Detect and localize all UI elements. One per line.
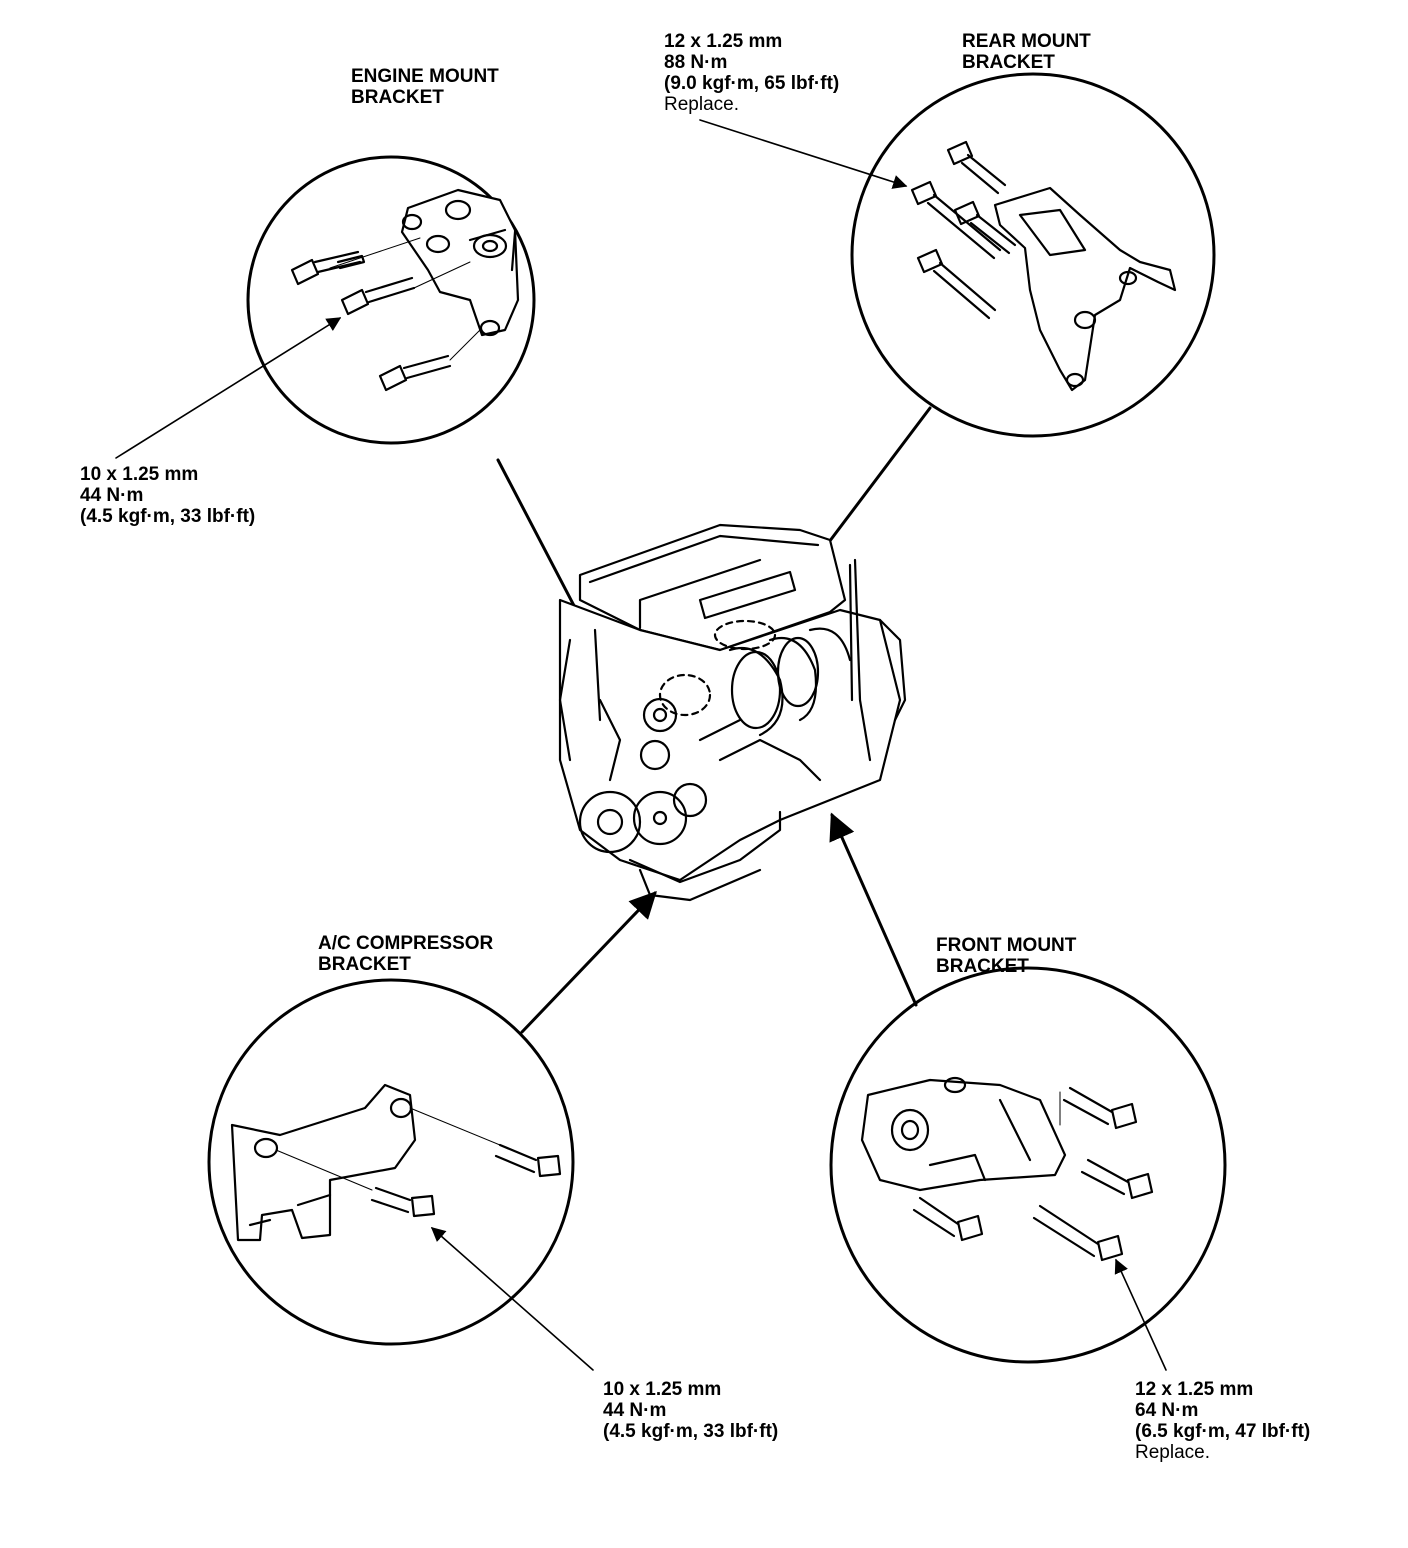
engine-mount-title-line2: BRACKET <box>351 87 444 108</box>
engine-mount-title: ENGINE MOUNT BRACKET <box>351 66 499 108</box>
front-mount-title: FRONT MOUNT BRACKET <box>936 935 1076 977</box>
ac-compressor-title-line2: BRACKET <box>318 954 411 975</box>
rear-mount-title: REAR MOUNT BRACKET <box>962 31 1091 73</box>
ac-compressor-spec-size: 10 x 1.25 mm <box>603 1379 722 1400</box>
front-mount-note: Replace. <box>1135 1442 1210 1463</box>
front-mount-detail-circle <box>829 966 1227 1364</box>
ac-compressor-connector <box>520 891 657 1034</box>
front-mount-title-line1: FRONT MOUNT <box>936 935 1077 956</box>
front-mount-spec-alt: (6.5 kgf·m, 47 lbf·ft) <box>1135 1421 1311 1442</box>
front-mount-spec-leader <box>1114 1258 1167 1371</box>
engine-mount-spec-alt: (4.5 kgf·m, 33 lbf·ft) <box>80 506 256 527</box>
rear-mount-spec-leader <box>699 119 908 189</box>
front-mount-bracket-illustration <box>860 1076 1067 1192</box>
ac-compressor-spec-torque: 44 N·m <box>603 1400 667 1421</box>
front-mount-title-line2: BRACKET <box>936 956 1029 977</box>
engine-mount-bracket-illustration <box>400 188 520 337</box>
rear-mount-bolts <box>910 140 1017 320</box>
engine-mount-spec-leader <box>115 317 342 459</box>
rear-mount-detail-circle <box>850 72 1216 438</box>
front-mount-spec-size: 12 x 1.25 mm <box>1135 1379 1254 1400</box>
engine-mount-title-line1: ENGINE MOUNT <box>351 66 499 87</box>
engine-illustration <box>558 523 907 902</box>
rear-mount-torque-spec: 12 x 1.25 mm 88 N·m (9.0 kgf·m, 65 lbf·f… <box>664 31 839 115</box>
front-mount-bolts <box>912 1086 1154 1262</box>
ac-compressor-spec-alt: (4.5 kgf·m, 33 lbf·ft) <box>603 1421 779 1442</box>
engine-mount-spec-size: 10 x 1.25 mm <box>80 464 199 485</box>
rear-mount-spec-torque: 88 N·m <box>664 52 728 73</box>
ac-compressor-detail-circle <box>207 978 575 1346</box>
engine-mount-spec-torque: 44 N·m <box>80 485 144 506</box>
ac-compressor-torque-spec: 10 x 1.25 mm 44 N·m (4.5 kgf·m, 33 lbf·f… <box>603 1379 778 1442</box>
rear-mount-title-line2: BRACKET <box>962 52 1055 73</box>
ac-compressor-bracket-illustration <box>230 1083 417 1242</box>
rear-mount-bracket-illustration <box>993 186 1177 392</box>
front-mount-connector <box>829 812 918 1007</box>
rear-mount-title-line1: REAR MOUNT <box>962 31 1091 52</box>
engine-mount-bolts <box>290 237 481 392</box>
ac-compressor-title: A/C COMPRESSOR BRACKET <box>318 933 493 975</box>
engine-mount-torque-spec: 10 x 1.25 mm 44 N·m (4.5 kgf·m, 33 lbf·f… <box>80 464 255 527</box>
ac-compressor-title-line1: A/C COMPRESSOR <box>318 933 494 954</box>
rear-mount-note: Replace. <box>664 94 739 115</box>
front-mount-torque-spec: 12 x 1.25 mm 64 N·m (6.5 kgf·m, 47 lbf·f… <box>1135 1379 1310 1463</box>
engine-mount-detail-circle <box>246 155 536 445</box>
front-mount-spec-torque: 64 N·m <box>1135 1400 1199 1421</box>
ac-compressor-bolts <box>275 1107 562 1218</box>
rear-mount-spec-alt: (9.0 kgf·m, 65 lbf·ft) <box>664 73 840 94</box>
rear-mount-spec-size: 12 x 1.25 mm <box>664 31 783 52</box>
ac-compressor-spec-leader <box>430 1227 594 1371</box>
